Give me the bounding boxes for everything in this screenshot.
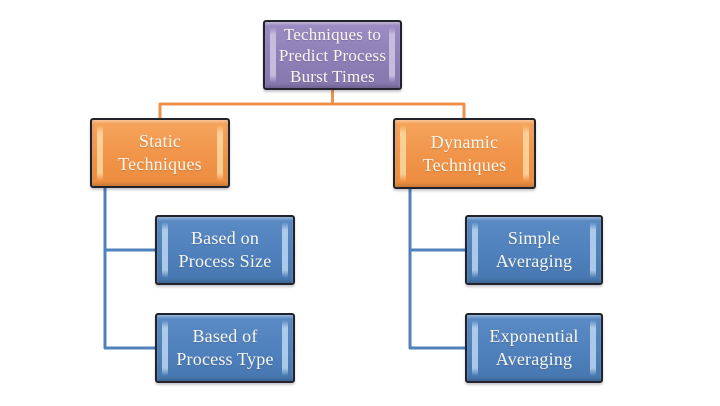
node-label-line: Process Type	[176, 349, 274, 369]
blue-connector-left	[103, 186, 156, 350]
blue-connector-right	[408, 188, 466, 350]
node-label-line: Techniques	[422, 154, 507, 175]
based-on-process-size-node: Based on Process Size	[155, 215, 295, 285]
static-techniques-node: Static Techniques	[90, 118, 230, 188]
node-label-line: Process Size	[178, 251, 272, 271]
node-label-line: Simple	[507, 228, 561, 248]
node-label-line: Exponential	[489, 326, 579, 346]
node-label-line: Burst Times	[290, 66, 375, 86]
node-label-line: Averaging	[495, 251, 573, 271]
node-label-line: Averaging	[495, 349, 573, 369]
root-node-techniques-to-predict-burst-times: Techniques to Predict Process Burst Time…	[263, 20, 402, 90]
orange-connector-branches	[158, 102, 466, 120]
node-label-line: Predict Process	[278, 45, 387, 65]
node-label-line: Based of	[192, 326, 258, 346]
node-label-line: Static	[138, 131, 182, 151]
node-label-line: Dynamic	[430, 131, 499, 152]
exponential-averaging-node: Exponential Averaging	[465, 313, 603, 383]
node-label-line: Techniques to	[283, 24, 382, 44]
node-label-line: Based on	[190, 228, 260, 248]
node-label-line: Techniques	[118, 154, 202, 174]
dynamic-techniques-node: Dynamic Techniques	[393, 118, 536, 189]
based-of-process-type-node: Based of Process Type	[155, 313, 295, 383]
simple-averaging-node: Simple Averaging	[465, 215, 603, 285]
